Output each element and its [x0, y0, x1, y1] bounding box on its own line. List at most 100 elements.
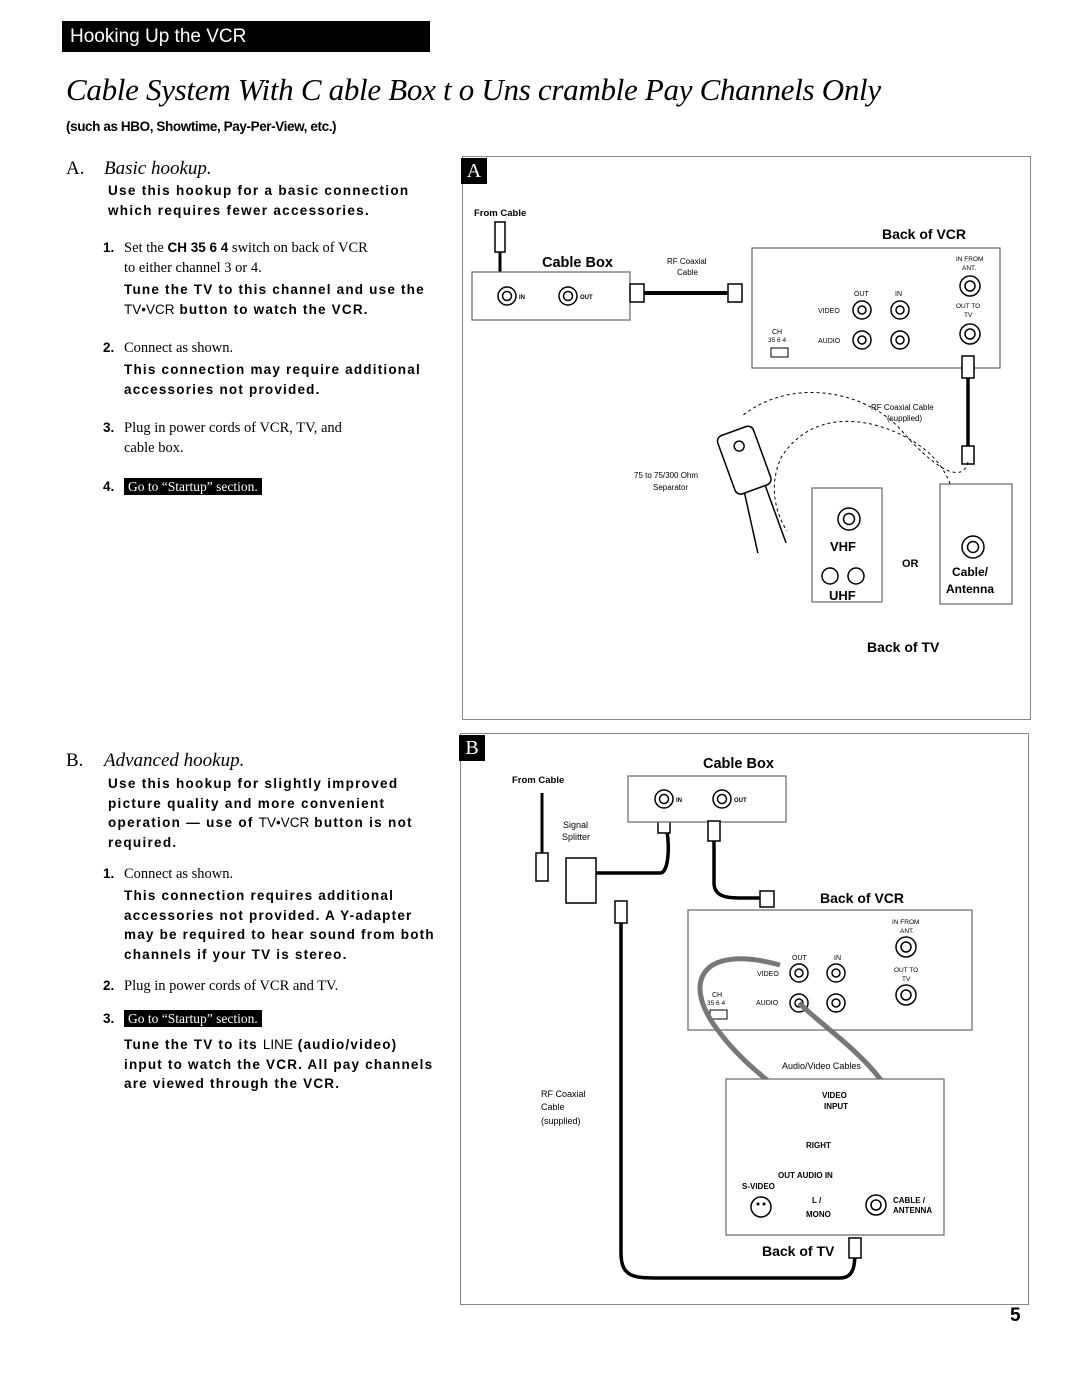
cable-label: Cable	[677, 268, 698, 277]
cable-antenna-label: CABLE /	[893, 1196, 926, 1205]
video-label: VIDEO	[818, 308, 840, 315]
note-line: Tune the TV to this channel and use the	[124, 282, 425, 297]
tv-label: TV	[902, 976, 911, 983]
section-a-step-1: 1. Set the CH 35 6 4 switch on back of V…	[103, 238, 368, 278]
vcr-ant-in-jack	[959, 275, 981, 297]
supplied-label: (supplied)	[887, 414, 922, 423]
vcr-out-to-tv-jack	[895, 984, 917, 1006]
rf-coaxial-cable-label: RF Coaxial Cable	[871, 403, 934, 412]
ch-switch	[770, 347, 789, 358]
step-text: to either channel 3 or 4.	[124, 260, 262, 276]
video-input-label: INPUT	[824, 1102, 848, 1111]
intro-line: operation — use of	[108, 815, 254, 830]
vhf-label: VHF	[830, 539, 856, 554]
l-mono-label: L /	[812, 1196, 822, 1205]
coax-connector	[614, 900, 628, 924]
step-number: 2.	[103, 978, 115, 993]
intro-line: required.	[108, 834, 178, 850]
vcr-ant-in-jack	[895, 936, 917, 958]
ch-values: 35 6 4	[768, 337, 786, 344]
separator-label: 75 to 75/300 Ohm	[634, 471, 698, 480]
section-b-title: Advanced hookup.	[104, 750, 245, 771]
coax-connector	[961, 445, 975, 465]
in-label: IN	[519, 295, 525, 301]
ant-label: ANT.	[962, 265, 976, 272]
ch-switch	[709, 1009, 728, 1020]
ch-values: 35 6 4	[707, 1000, 725, 1007]
from-cable-label: From Cable	[512, 775, 564, 786]
step-number: 3.	[103, 420, 115, 435]
vcr-back-panel	[751, 247, 1001, 369]
cable-antenna-label: ANTENNA	[893, 1206, 932, 1215]
note-line: button to watch the VCR.	[179, 301, 369, 317]
back-of-tv-label: Back of TV	[762, 1243, 835, 1259]
out-audio-in-label: OUT AUDIO IN	[778, 1171, 833, 1180]
coax-connector	[848, 1237, 862, 1259]
step-number: 3.	[103, 1011, 115, 1026]
section-b-heading: B.Advanced hookup.	[66, 750, 244, 772]
page-number: 5	[1010, 1305, 1021, 1326]
separator-label: Separator	[653, 483, 688, 492]
ant-label: ANT.	[900, 928, 914, 935]
coax-connector	[727, 283, 743, 303]
rf-coaxial-cable	[619, 923, 857, 1280]
cable-box-out-jack: OUT	[558, 286, 593, 306]
out-label: OUT	[854, 291, 870, 298]
step-text: Connect as shown.	[124, 866, 234, 882]
section-a-intro-line1: Use this hookup for a basic connection	[108, 183, 410, 198]
vcr-out-to-tv-jack	[959, 323, 981, 345]
out-to-label: OUT TO	[894, 967, 918, 974]
out-label: OUT	[580, 295, 593, 301]
startup-section-link[interactable]: Go to “Startup” section.	[124, 478, 262, 495]
in-label: IN	[676, 798, 682, 804]
page-subtitle: (such as HBO, Showtime, Pay-Per-View, et…	[66, 119, 337, 134]
step-text: Plug in power cords of VCR and TV.	[124, 978, 339, 994]
figure-b-tag: B	[459, 735, 485, 761]
step-number: 2.	[103, 340, 115, 355]
in-from-label: IN FROM	[956, 256, 983, 263]
coax-connector	[759, 890, 775, 908]
or-label: OR	[902, 558, 919, 570]
cable-box-out-jack: OUT	[712, 789, 747, 809]
cable-label: Cable	[541, 1102, 565, 1112]
vcr-av-jacks	[852, 300, 910, 350]
note-line: accessories not provided.	[124, 381, 321, 397]
step-text: Set the	[124, 240, 164, 256]
tv-vhf-uhf-panel	[811, 487, 883, 603]
intro-line: button is not	[314, 815, 413, 830]
uhf-label: UHF	[829, 588, 856, 603]
signal-label: Signal	[563, 820, 588, 830]
audio-label: AUDIO	[818, 338, 841, 345]
out-label: OUT	[792, 955, 808, 962]
intro-line: picture quality and more convenient	[108, 795, 386, 811]
figure-a-tag: A	[461, 158, 487, 184]
step-text: Connect as shown.	[124, 340, 234, 356]
note-line: may be required to hear sound from both	[124, 927, 435, 942]
from-cable-label: From Cable	[474, 208, 526, 219]
startup-section-link[interactable]: Go to “Startup” section.	[124, 1010, 262, 1027]
note-line: channels if your TV is stereo.	[124, 946, 348, 962]
cable-box-in-jack: IN	[497, 286, 525, 306]
video-label: VIDEO	[757, 971, 779, 978]
cable-connector	[494, 221, 506, 253]
section-b-intro: Use this hookup for slightly improved pi…	[108, 774, 413, 852]
ch-switch-label: CH 35 6 4	[167, 240, 229, 255]
ch-label: CH	[772, 329, 782, 336]
coax-connector	[707, 820, 721, 842]
step-text: Plug in power cords of VCR, TV, and	[124, 420, 342, 436]
section-a-intro: Use this hookup for a basic connection w…	[108, 181, 409, 220]
splitter-label: Splitter	[562, 832, 590, 842]
section-a-step-2-note: This connection may require additional a…	[124, 360, 421, 399]
cable-path-dashed	[741, 392, 969, 473]
box-to-vcr-cable	[712, 841, 760, 900]
section-a-step-3: 3. Plug in power cords of VCR, TV, and c…	[103, 418, 342, 458]
supplied-label: (supplied)	[541, 1116, 581, 1126]
step-number: 1.	[103, 240, 115, 255]
note-line: (audio/video)	[297, 1037, 398, 1052]
section-a-title: Basic hookup.	[104, 158, 212, 179]
note-line: accessories not provided. A Y-adapter	[124, 907, 413, 923]
section-b-step-3: 3. Go to “Startup” section.	[103, 1009, 262, 1029]
back-of-vcr-label: Back of VCR	[820, 890, 904, 906]
cable-box-label: Cable Box	[542, 255, 613, 271]
note-line: are viewed through the VCR.	[124, 1076, 341, 1091]
